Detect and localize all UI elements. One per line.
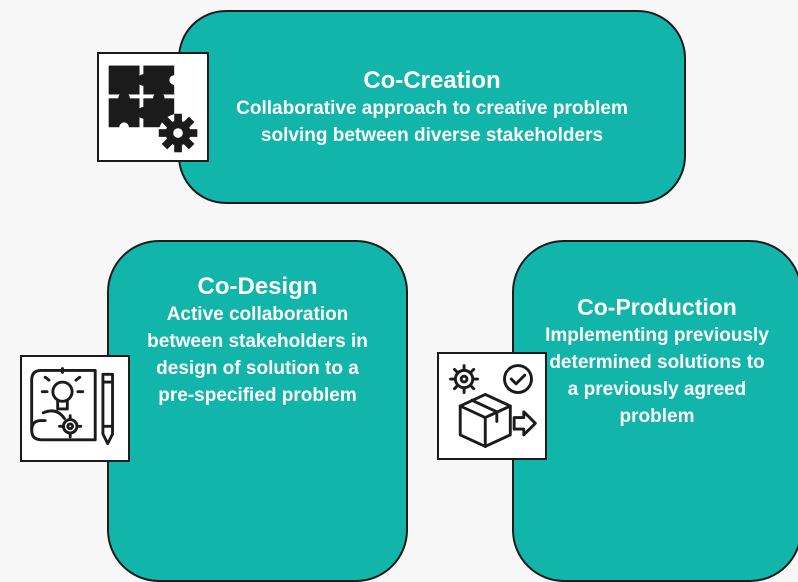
blueprint-lightbulb-pencil-icon	[20, 355, 130, 462]
co-design-card: Co-Design Active collaboration between s…	[107, 240, 408, 582]
box-gear-check-icon	[437, 352, 547, 460]
co-creation-card: Co-Creation Collaborative approach to cr…	[178, 10, 686, 204]
co-production-description: Implementing previously determined solut…	[545, 325, 769, 427]
puzzle-gear-icon	[97, 52, 209, 162]
co-production-title: Co-Production	[577, 294, 737, 320]
co-creation-title: Co-Creation	[363, 66, 501, 94]
co-design-description: Active collaboration between stakeholder…	[147, 304, 368, 406]
co-production-card: Co-Production Implementing previously de…	[512, 240, 798, 582]
co-creation-description: Collaborative approach to creative probl…	[236, 97, 628, 146]
co-design-title: Co-Design	[197, 273, 318, 300]
